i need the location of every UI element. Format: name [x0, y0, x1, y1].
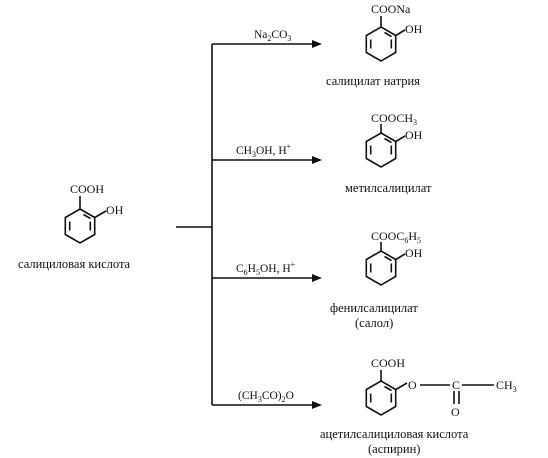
product-4-name: ацетилсалициловая кислота: [320, 427, 469, 441]
product-2-oh: OH: [405, 128, 423, 142]
product-2-group: COOCH3: [371, 111, 417, 127]
product-3-oh: OH: [405, 246, 423, 260]
product-4-ester-o: O: [408, 378, 417, 392]
product-3-name-2: (салол): [355, 316, 393, 330]
product-1-group: COONa: [371, 2, 411, 16]
methyl-salicylate-structure: COOCH3 OH: [365, 111, 423, 168]
phenyl-salicylate-structure: COOC6H5 OH: [365, 229, 423, 286]
product-4-ester-c: C: [452, 378, 460, 392]
product-4-group: COOH: [371, 356, 405, 370]
branch-lines: [176, 40, 322, 409]
reagent-3: C6H5OH, H+: [236, 260, 296, 277]
product-2-name: метилсалицилат: [345, 181, 432, 195]
sodium-salicylate-structure: COONa OH: [365, 2, 423, 62]
reagent-4: (CH3CO)2O: [238, 390, 294, 404]
start-name: салициловая кислота: [18, 257, 131, 271]
salicylic-acid-structure: COOH OH: [64, 182, 124, 244]
reagent-2: CH3OH, H+: [236, 142, 292, 159]
reagent-1: Na2CO3: [254, 29, 291, 43]
acetylsalicylic-acid-structure: COOH O C CH3 O: [365, 356, 517, 419]
product-4-name-2: (аспирин): [368, 442, 420, 456]
product-4-carbonyl-o: O: [451, 405, 460, 419]
product-3-name: фенилсалицилат: [330, 301, 418, 315]
product-4-ch3: CH3: [496, 378, 517, 394]
start-oh-label: OH: [106, 203, 124, 217]
product-3-group: COOC6H5: [371, 229, 421, 245]
product-1-oh: OH: [405, 22, 423, 36]
product-1-name: салицилат натрия: [326, 74, 420, 88]
start-cooh-label: COOH: [70, 182, 104, 196]
